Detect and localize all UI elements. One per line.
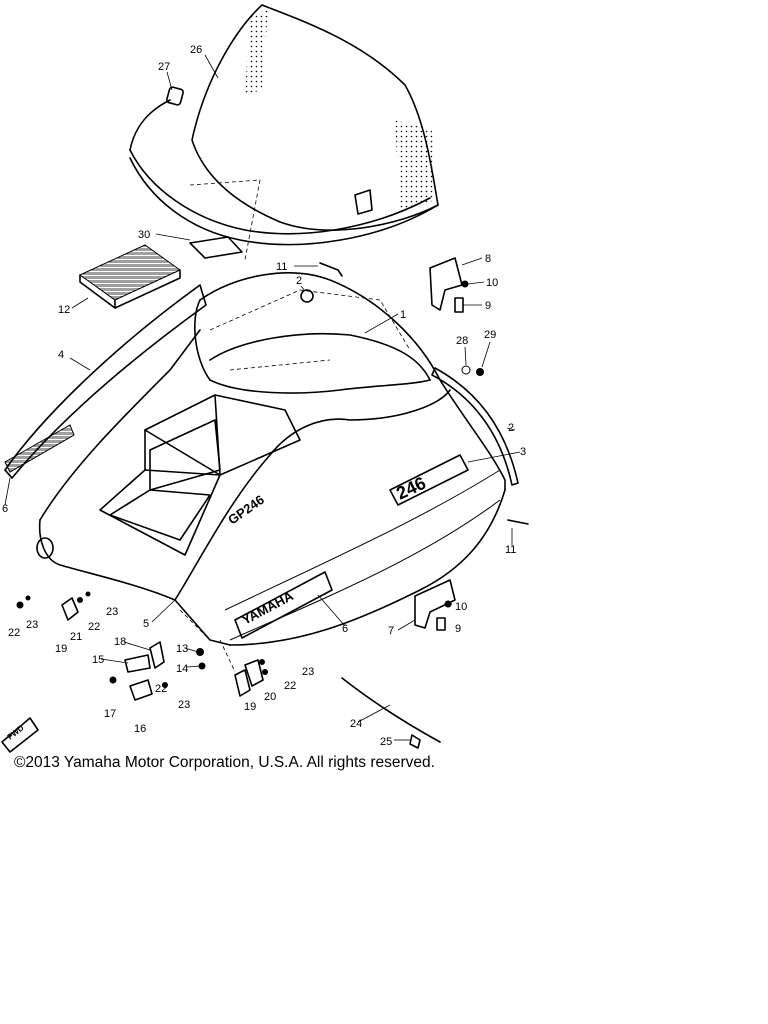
callout-18: 18: [114, 636, 126, 648]
side-panel: [4, 284, 207, 479]
callout-4: 4: [58, 349, 64, 361]
model-decal-text: 246: [393, 473, 429, 504]
headlight-housing: [99, 394, 301, 556]
callout-7: 7: [388, 625, 394, 637]
callout-28: 28: [456, 335, 468, 347]
callout-24: 24: [350, 718, 362, 730]
nut: [476, 368, 484, 376]
grille: [79, 244, 181, 309]
callout-23-left: 23: [26, 619, 38, 631]
callout-3: 3: [520, 446, 526, 458]
callout-9-bottom: 9: [455, 623, 461, 635]
brand-decal-text: YAMAHA: [239, 588, 296, 628]
callout-23-c: 23: [302, 666, 314, 678]
callout-12: 12: [58, 304, 70, 316]
callout-1: 1: [400, 309, 406, 321]
plate: [189, 236, 243, 259]
left-latch: [16, 537, 91, 621]
callout-21: 21: [70, 631, 82, 643]
molding-strip: [431, 367, 519, 486]
callout-16: 16: [134, 723, 146, 735]
callout-15: 15: [92, 654, 104, 666]
grommet: [300, 289, 314, 303]
washer: [461, 365, 471, 375]
callout-labels: 26 27 30 11 2 8 10 9 12 1 28 29 4 2 3 6 …: [2, 44, 526, 748]
side-decal-left: [4, 424, 75, 473]
callout-6-left: 6: [2, 503, 8, 515]
callout-19-left: 19: [55, 643, 67, 655]
callout-10-top: 10: [486, 277, 498, 289]
callout-29: 29: [484, 329, 496, 341]
callout-22-c: 22: [284, 680, 296, 692]
callout-11-top: 11: [276, 261, 287, 273]
callout-17: 17: [104, 708, 116, 720]
model-decal: 246: [389, 454, 469, 506]
windshield: [129, 4, 439, 261]
callout-26: 26: [190, 44, 202, 56]
hinge-bracket-top: [429, 257, 469, 313]
callout-9-top: 9: [485, 300, 491, 312]
callout-22-b: 22: [88, 621, 100, 633]
callout-2-right: 2: [508, 422, 514, 434]
right-latch: [219, 639, 268, 697]
callout-30: 30: [138, 229, 150, 241]
callout-22-d: 22: [155, 683, 167, 695]
clip: [319, 262, 343, 277]
front-arrow-icon: FWD: [1, 717, 39, 753]
callout-8: 8: [485, 253, 491, 265]
callout-5: 5: [143, 618, 149, 630]
callout-10-bottom: 10: [455, 601, 467, 613]
callout-25: 25: [380, 736, 392, 748]
callout-27: 27: [158, 61, 170, 73]
callout-11-right: 11: [505, 544, 516, 556]
hood-cable: [341, 677, 441, 749]
screw-right: [507, 519, 529, 525]
svg-text:FWD: FWD: [6, 723, 26, 741]
callout-19-right: 19: [244, 701, 256, 713]
callout-23-d: 23: [178, 699, 190, 711]
callout-22-left: 22: [8, 627, 20, 639]
hood-shroud: [38, 272, 506, 646]
hinge-bracket-bottom: [414, 579, 456, 631]
callout-14: 14: [176, 663, 188, 675]
callout-23-b: 23: [106, 606, 118, 618]
callout-6-right: 6: [342, 623, 348, 635]
callout-2-top: 2: [296, 275, 302, 287]
windshield-trim: [129, 86, 184, 151]
hood-decal-text: GP246: [225, 492, 267, 528]
callout-13: 13: [176, 643, 188, 655]
callout-20: 20: [264, 691, 276, 703]
leader-lines: [4, 54, 521, 741]
copyright-notice: ©2013 Yamaha Motor Corporation, U.S.A. A…: [14, 754, 435, 771]
